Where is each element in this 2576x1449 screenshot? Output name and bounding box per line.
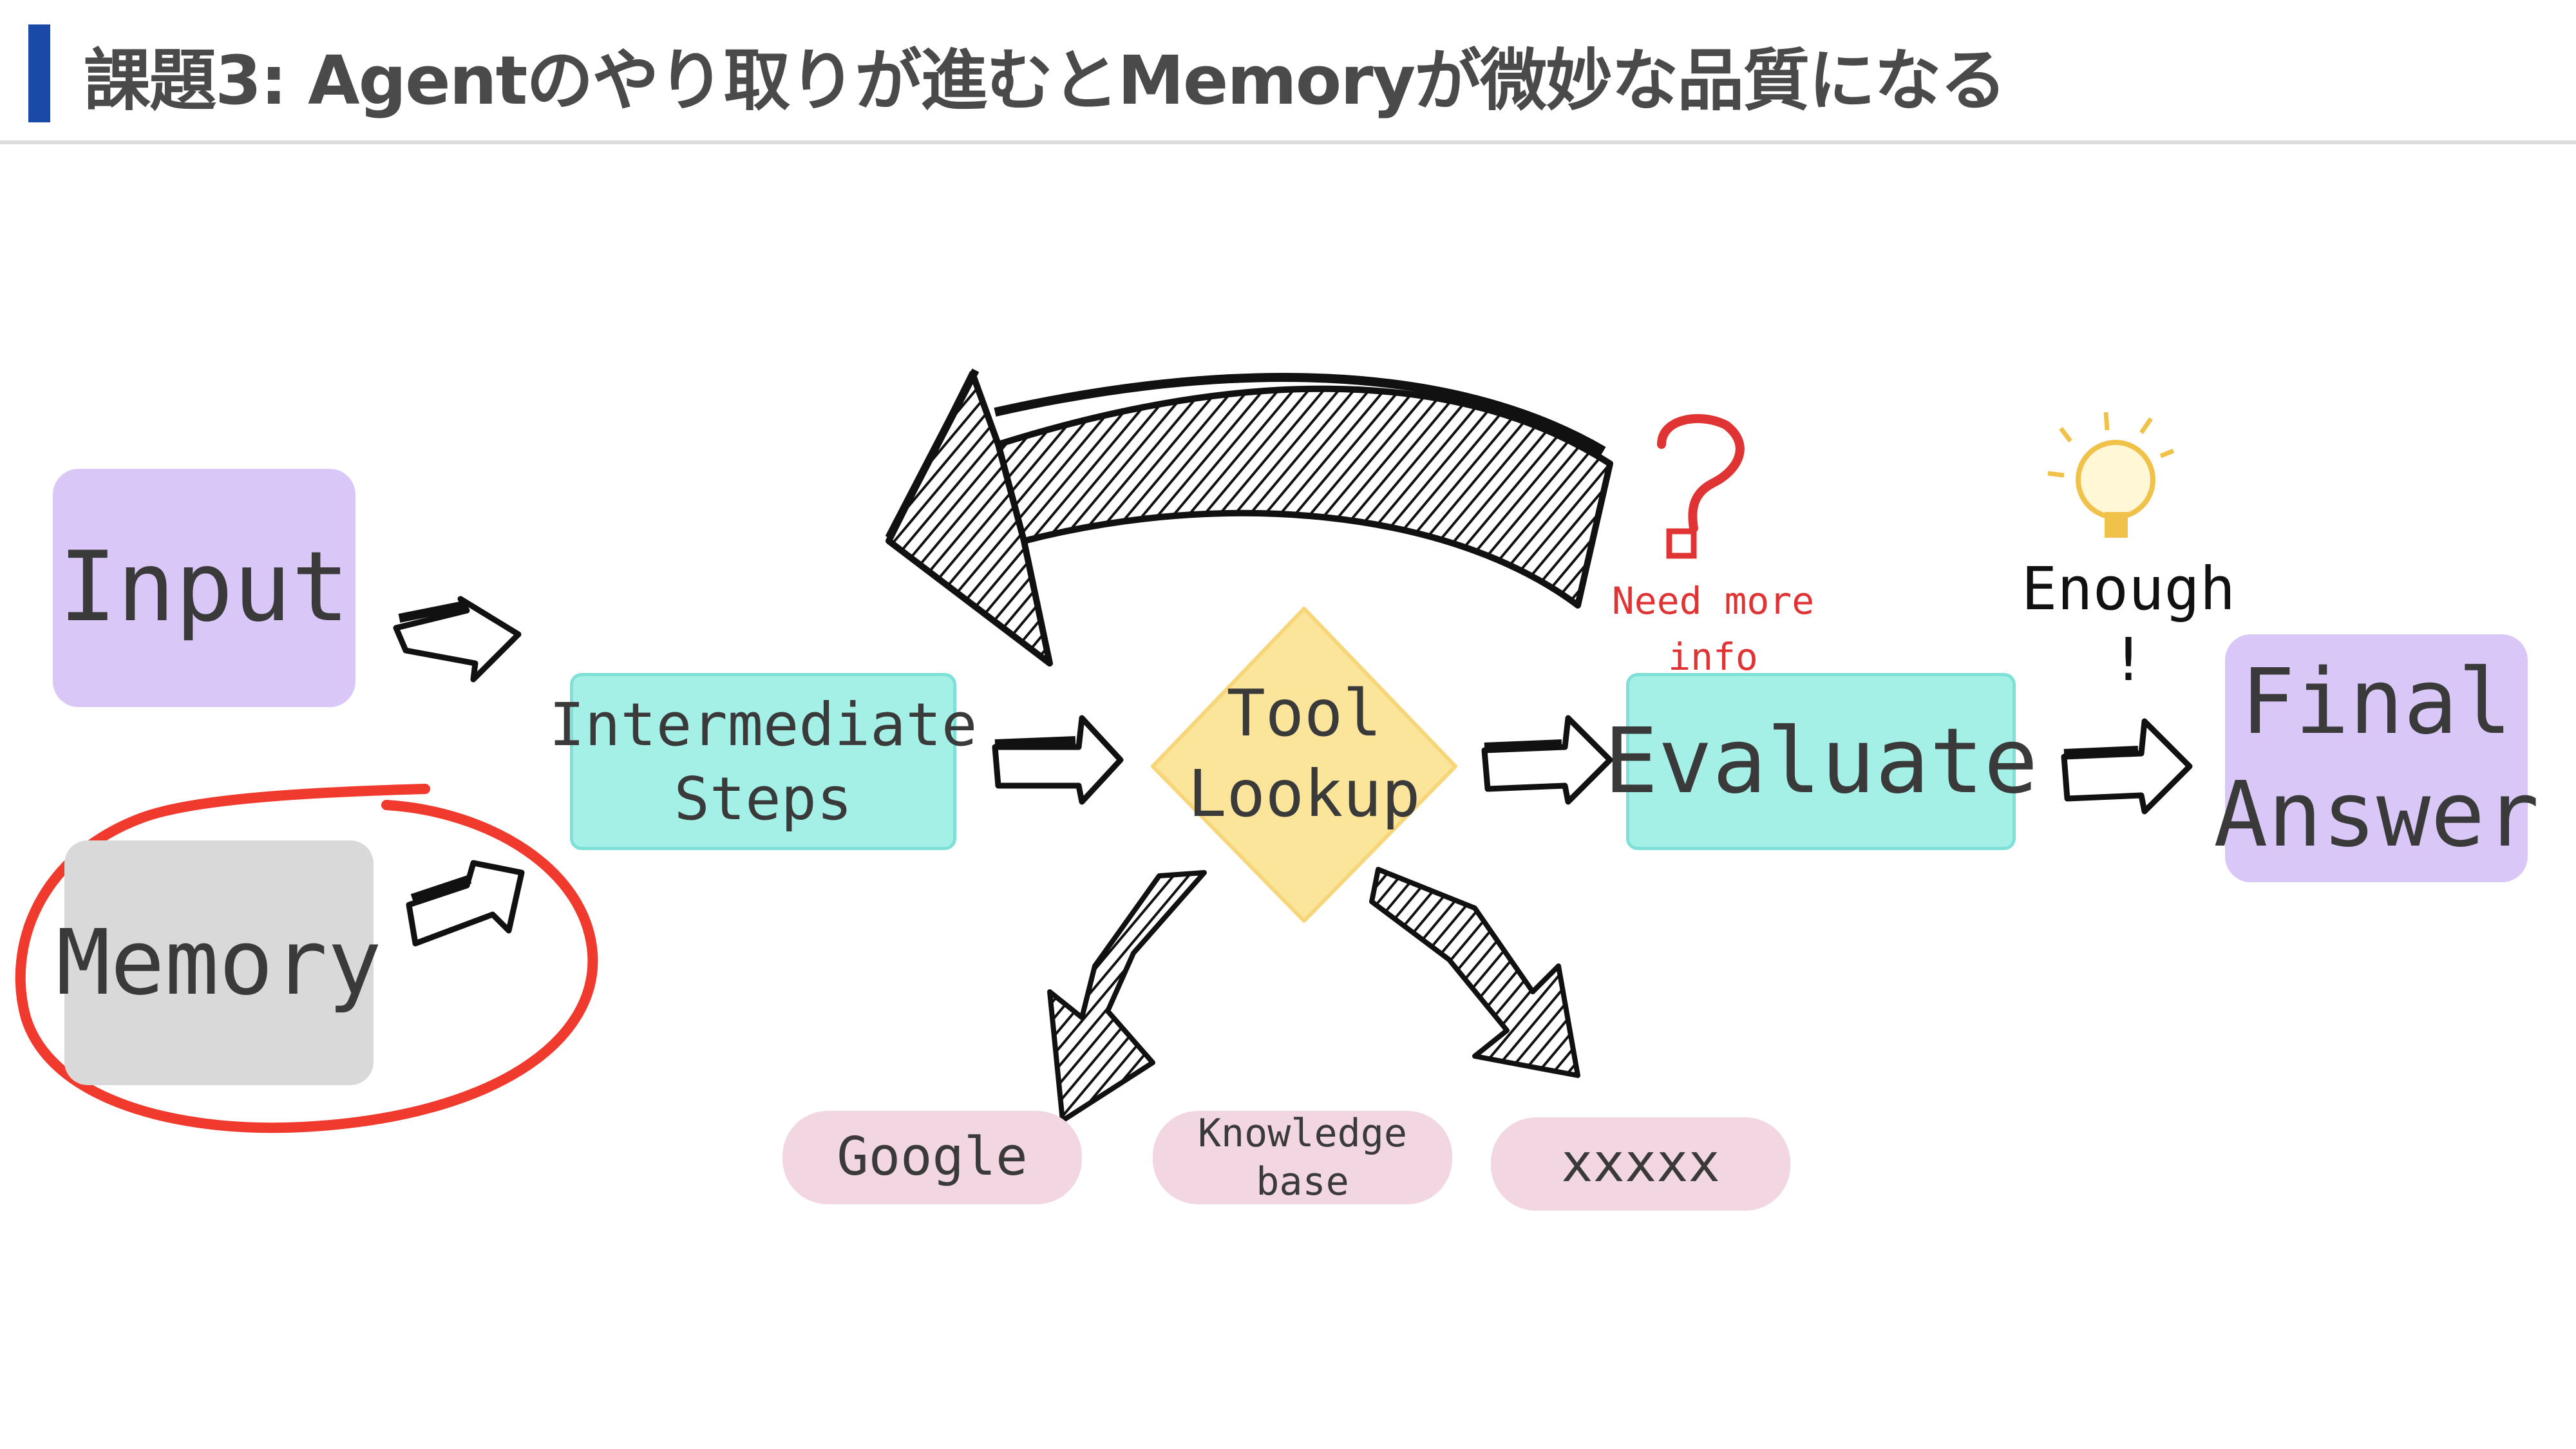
- arrow-tool-to-google: [1047, 870, 1207, 1123]
- need-more-info-annotation: Need more info: [1597, 573, 1829, 685]
- tool-label-line1: Tool: [1226, 676, 1382, 751]
- title-accent-bar: [28, 24, 50, 122]
- evaluate-node: Evaluate: [1604, 673, 2038, 850]
- header: 課題3: Agentのやり取りが進むとMemoryが微妙な品質になる: [0, 0, 2576, 144]
- tool-google-label: Google: [837, 1126, 1028, 1188]
- arrow-evaluate-to-final: [2061, 718, 2193, 815]
- input-node: Input: [53, 469, 355, 707]
- page-title: 課題3: Agentのやり取りが進むとMemoryが微妙な品質になる: [84, 41, 2007, 120]
- question-mark-icon: [1657, 414, 1745, 559]
- tool-lookup-label: Tool Lookup: [1172, 657, 1436, 850]
- title-divider: [0, 140, 2576, 144]
- loop-back-arrow: [885, 368, 1613, 667]
- light-bulb-icon: [2047, 412, 2175, 538]
- intermediate-label-line1: Intermediate: [549, 690, 978, 759]
- enough-line2: !: [2110, 625, 2146, 695]
- evaluate-label: Evaluate: [1604, 709, 2038, 814]
- intermediate-steps-node: Intermediate Steps: [549, 673, 977, 850]
- arrow-steps-to-tool: [992, 715, 1124, 805]
- tool-xxxxx: xxxxx: [1491, 1117, 1790, 1211]
- arrow-memory-to-steps: [406, 860, 525, 947]
- tool-google: Google: [782, 1111, 1082, 1204]
- arrow-tool-to-xxxxx: [1369, 867, 1580, 1078]
- enough-line1: Enough: [2021, 554, 2236, 623]
- enough-annotation: Enough !: [2016, 554, 2241, 696]
- need-more-line2: info: [1668, 635, 1758, 679]
- final-label-line1: Final: [2240, 649, 2512, 755]
- need-more-line1: Need more: [1611, 579, 1815, 623]
- memory-highlight-circle: [15, 784, 598, 1133]
- arrow-tool-to-evaluate: [1481, 715, 1613, 805]
- intermediate-label-line2: Steps: [674, 764, 853, 833]
- final-answer-node: Final Answer: [2213, 634, 2539, 882]
- arrow-input-to-steps: [393, 596, 522, 683]
- final-label-line2: Answer: [2213, 762, 2539, 867]
- tool-knowledge-base-label: Knowledge base: [1197, 1110, 1408, 1204]
- tool-xxxxx-label: xxxxx: [1561, 1133, 1720, 1195]
- memory-label: Memory: [56, 910, 382, 1016]
- memory-node: Memory: [56, 840, 382, 1085]
- input-label: Input: [59, 531, 350, 644]
- tool-knowledge-base: Knowledge base: [1153, 1111, 1452, 1204]
- tool-lookup-diamond: [1151, 607, 1457, 923]
- tool-label-line2: Lookup: [1188, 756, 1421, 831]
